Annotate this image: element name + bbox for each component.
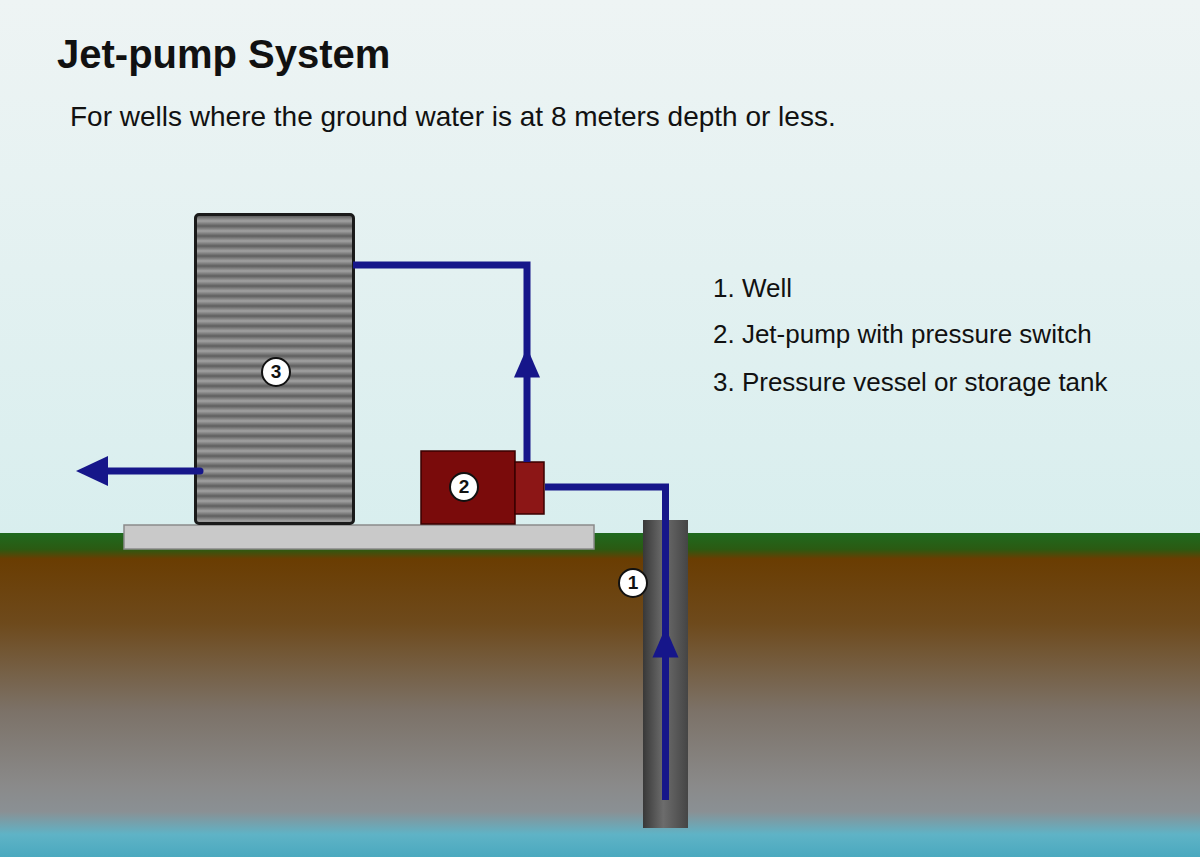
pipe-line bbox=[545, 487, 666, 800]
jet-pump: 2 bbox=[420, 450, 545, 525]
pipe-line bbox=[353, 265, 527, 462]
flow-arrowhead bbox=[514, 348, 540, 378]
outlet-pipe bbox=[100, 468, 200, 475]
key-entry: 1. Well bbox=[713, 272, 792, 304]
water-pipe bbox=[353, 265, 540, 462]
outlet-arrowhead bbox=[76, 456, 108, 486]
sky bbox=[0, 0, 1200, 540]
pump-shape bbox=[420, 450, 545, 525]
callout-number: 2 bbox=[449, 472, 479, 502]
water-pipe bbox=[545, 487, 679, 800]
callout-number: 3 bbox=[261, 357, 291, 387]
callout-number: 1 bbox=[618, 568, 648, 598]
pump-body bbox=[421, 451, 515, 524]
pump-head bbox=[515, 462, 544, 514]
ground bbox=[0, 533, 1200, 857]
flow-arrowhead bbox=[653, 628, 679, 658]
caption: For wells where the ground water is at 8… bbox=[70, 99, 836, 135]
key-entry: 2. Jet-pump with pressure switch bbox=[713, 318, 1092, 350]
platform bbox=[124, 525, 594, 549]
well-casing: 1 bbox=[643, 520, 688, 828]
pressure-tank: 3 bbox=[194, 213, 355, 525]
key-entry: 3. Pressure vessel or storage tank bbox=[713, 366, 1108, 398]
title: Jet-pump System bbox=[57, 30, 390, 78]
